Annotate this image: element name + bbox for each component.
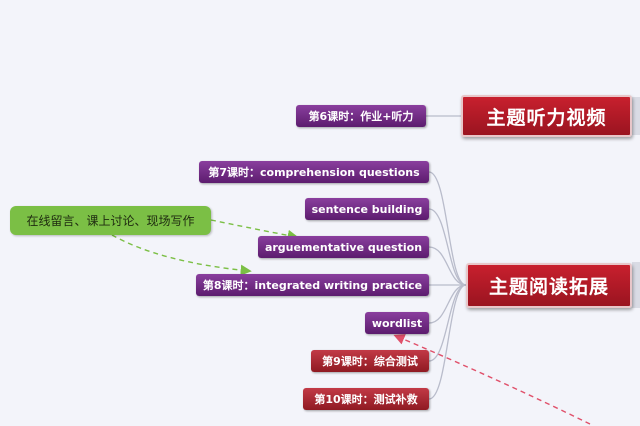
branch-wordlist[interactable]: wordlist	[365, 312, 429, 334]
topic-listening-video[interactable]: 主题听力视频	[461, 95, 632, 137]
branch-lesson-9-comprehensive-test[interactable]: 第9课时：综合测试	[311, 350, 429, 372]
callout-activities[interactable]: 在线留言、课上讨论、现场写作	[10, 206, 211, 235]
connector-red-wordlist	[393, 334, 591, 425]
branch-sentence-building[interactable]: sentence building	[305, 198, 429, 220]
connector-callout-integrated	[111, 234, 252, 276]
branch-arguementative-question[interactable]: arguementative question	[258, 236, 429, 258]
topic-reading-extension[interactable]: 主题阅读拓展	[466, 263, 632, 308]
branch-lesson-6-homework-listening[interactable]: 第6课时：作业+听力	[296, 105, 426, 127]
branch-lesson-8-integrated-writing[interactable]: 第8课时：integrated writing practice	[196, 274, 429, 296]
branch-lesson-7-comprehension-questions[interactable]: 第7课时：comprehension questions	[199, 161, 429, 183]
connector-callout-arguementative	[210, 219, 299, 241]
right-edge-shade-bottom	[632, 262, 640, 308]
connectors-reading	[428, 171, 467, 400]
right-edge-shade-top	[632, 97, 640, 135]
branch-lesson-10-test-remediation[interactable]: 第10课时：测试补救	[303, 388, 429, 410]
